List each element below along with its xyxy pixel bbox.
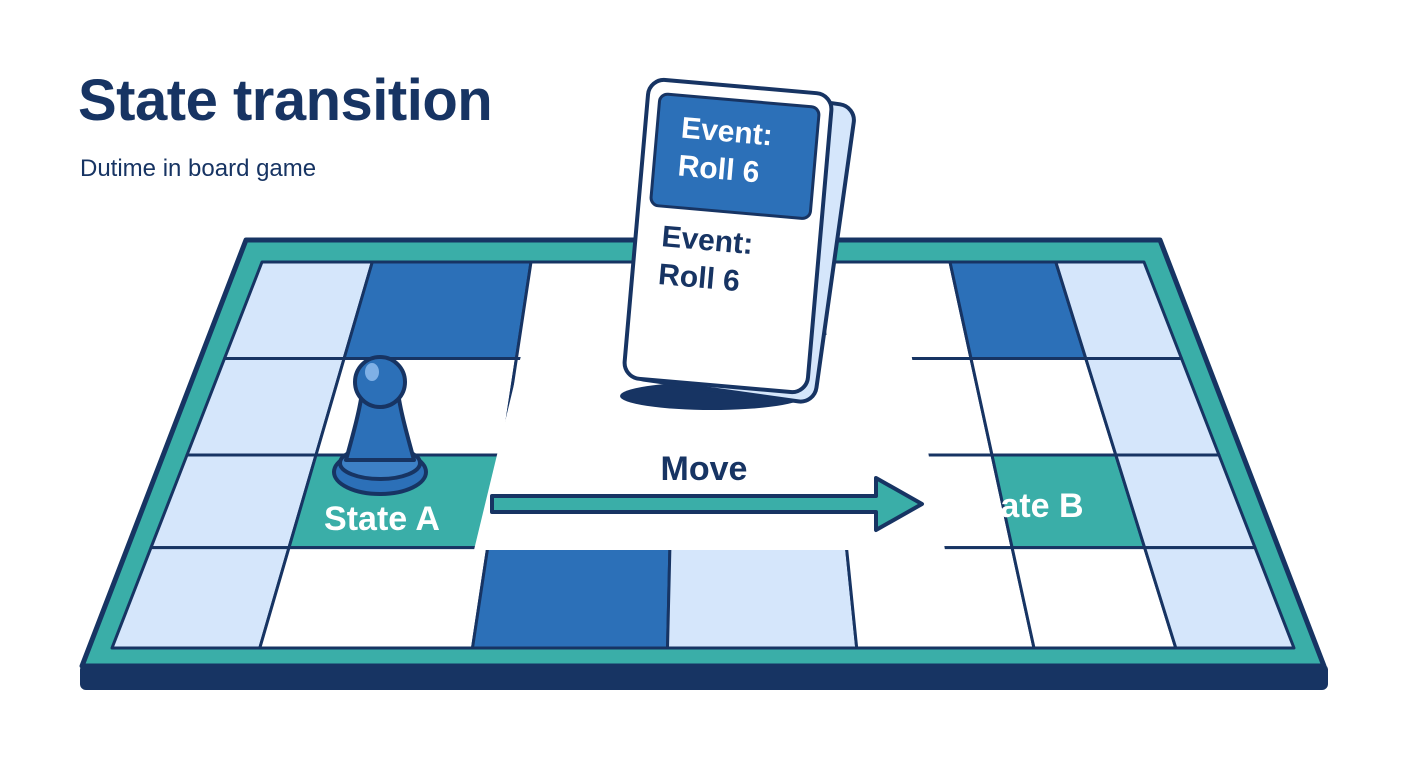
state-b-label: State B — [966, 487, 1083, 525]
board-square-r0-c1 — [342, 260, 533, 360]
board-square-r3-c1 — [258, 546, 490, 650]
event-card-header — [649, 92, 821, 220]
board-square-r3-c6 — [1143, 546, 1296, 650]
board-square-r3-c4 — [845, 546, 1036, 650]
move-arrow — [490, 476, 924, 532]
board-base — [80, 664, 1328, 690]
card-header-line2: Roll 6 — [676, 149, 760, 189]
state-a-label: State A — [324, 500, 440, 538]
card-header-line1: Event: — [680, 112, 774, 153]
event-card-stack: Event: Roll 6 Event: Roll 6 — [620, 77, 856, 410]
card-body-line2: Roll 6 — [657, 258, 741, 298]
pawn-icon — [332, 355, 428, 496]
board-square-r3-c2 — [471, 546, 672, 650]
board-square-r3-c3 — [666, 546, 859, 650]
move-label: Move — [661, 450, 748, 488]
board-square-r1-c1 — [314, 357, 518, 457]
card-body-line1: Event: — [660, 220, 754, 261]
move-arrow-shape — [490, 476, 924, 532]
diagram-title: State transition — [78, 68, 493, 133]
diagram-subtitle: Dutime in board game — [80, 155, 317, 182]
